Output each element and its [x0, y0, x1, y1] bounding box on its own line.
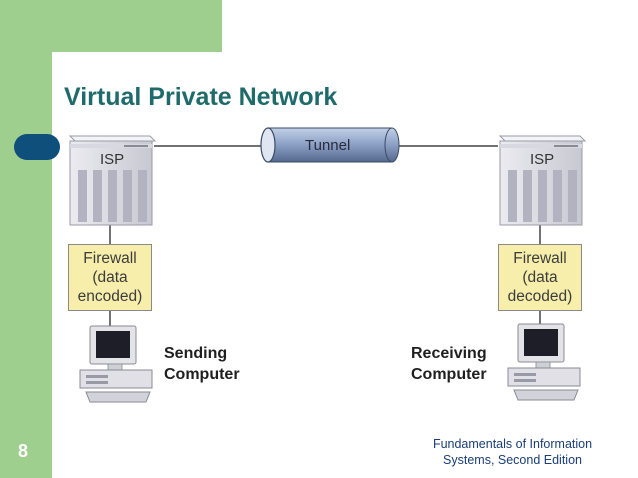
- isp-label-left: ISP: [100, 151, 125, 168]
- isp-label-right: ISP: [530, 151, 555, 168]
- firewall-box-left: Firewall (data encoded): [68, 244, 152, 311]
- sending-computer-label: Sending Computer: [164, 343, 240, 385]
- firewall-text-line: Firewall: [513, 250, 567, 267]
- tunnel-pipe: [260, 127, 400, 163]
- footer-line: Systems, Second Edition: [443, 453, 582, 467]
- footer-line: Fundamentals of Information: [432, 437, 593, 451]
- firewall-text-line: encoded): [77, 288, 143, 305]
- tunnel-label: Tunnel: [305, 137, 351, 154]
- firewall-text-line: (data: [92, 269, 128, 286]
- background-green-left: [0, 0, 52, 478]
- isp-server-right: [498, 135, 587, 226]
- firewall-text-line: (data: [522, 269, 558, 286]
- receiving-computer-label: Receiving Computer: [411, 343, 487, 385]
- label-line: Computer: [164, 366, 240, 383]
- label-line: Computer: [411, 366, 487, 383]
- label-line: Sending: [164, 345, 228, 362]
- isp-server-left: [68, 135, 157, 226]
- firewall-box-right: Firewall (data decoded): [498, 244, 582, 311]
- slide-footer: Fundamentals of Information Systems, Sec…: [405, 436, 620, 468]
- page-number: 8: [18, 441, 29, 461]
- computer-icon-right: [507, 323, 581, 401]
- computer-icon-left: [79, 325, 153, 403]
- label-line: Receiving: [411, 345, 487, 362]
- slide-title: Virtual Private Network: [64, 83, 338, 111]
- firewall-text-line: Firewall: [83, 250, 137, 267]
- slide-accent-tab: [14, 134, 60, 160]
- firewall-text-line: decoded): [507, 288, 573, 305]
